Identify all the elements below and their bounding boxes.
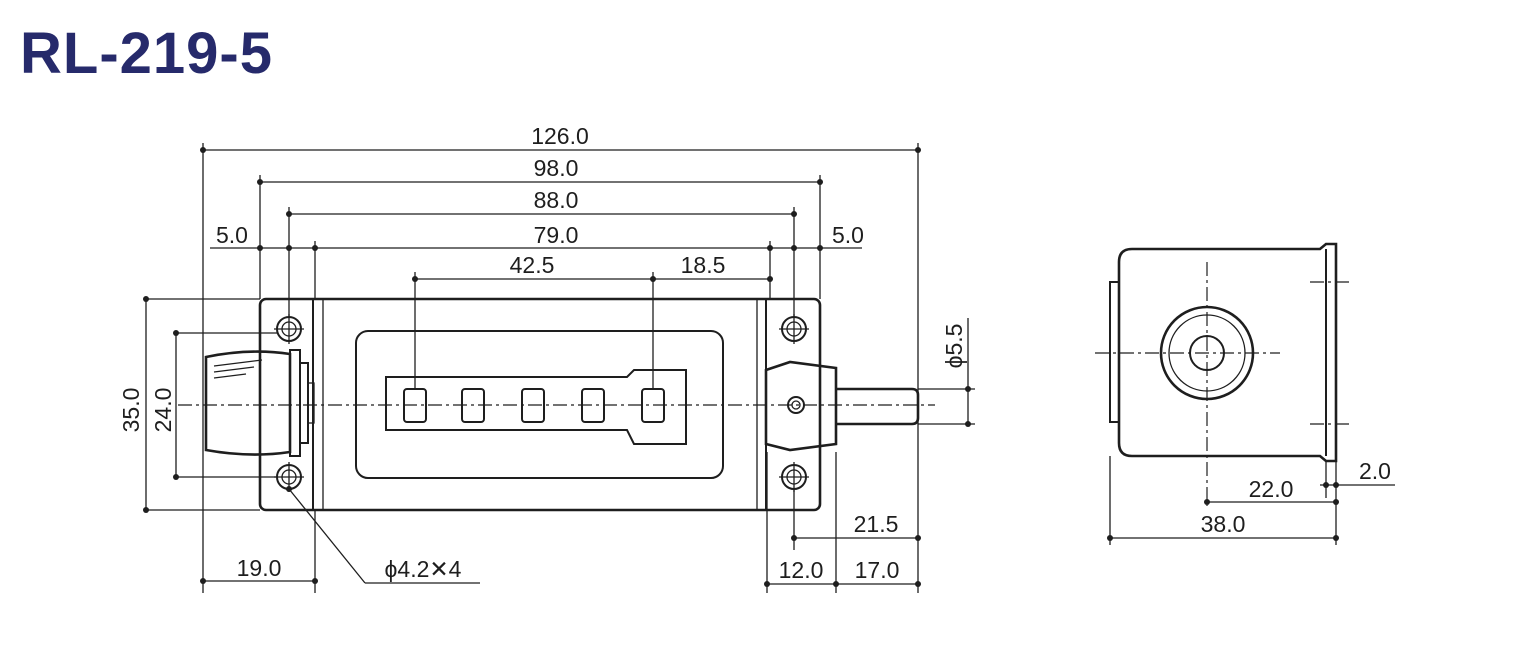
dim-mount-hole: ϕ4.2✕4: [385, 556, 462, 582]
shaft-diameter-dimension: ϕ5.5: [918, 318, 975, 427]
dim-flange-right: 5.0: [832, 222, 864, 248]
dim-mount-pitch: 88.0: [534, 187, 579, 213]
dim-boss-length: 12.0: [779, 557, 824, 583]
dim-flange-left: 5.0: [216, 222, 248, 248]
dim-last-digit-span: 18.5: [681, 252, 726, 278]
side-body: [1117, 242, 1338, 463]
front-view: 126.0 98.0 88.0 5.0 79.0 5.0 42.5 18.5: [118, 123, 975, 593]
dim-shaft-diameter: ϕ5.5: [941, 324, 967, 369]
side-view: 2.0 22.0 38.0: [1095, 242, 1395, 545]
digit-strip: [385, 369, 687, 445]
dim-side-flange-thickness: 2.0: [1359, 458, 1391, 484]
dim-shaft-length: 17.0: [855, 557, 900, 583]
dim-side-depth-to-center: 22.0: [1249, 476, 1294, 502]
dim-mount-pitch-vertical: 24.0: [150, 388, 176, 433]
reset-knob: [204, 349, 315, 457]
mount-holes: [274, 314, 809, 492]
model-title: RL-219-5: [20, 21, 273, 86]
top-dimensions: 126.0 98.0 88.0 5.0 79.0 5.0 42.5 18.5: [200, 123, 921, 593]
left-dimensions: 35.0 24.0: [118, 296, 277, 513]
dim-overall-length: 126.0: [531, 123, 589, 149]
dim-base-length: 98.0: [534, 155, 579, 181]
dim-side-depth: 38.0: [1201, 511, 1246, 537]
dim-first-digit-span: 42.5: [510, 252, 555, 278]
dim-reset-knob-length: 19.0: [237, 555, 282, 581]
dim-body-length: 79.0: [534, 222, 579, 248]
dim-shaft-offset: 21.5: [854, 511, 899, 537]
dim-height: 35.0: [118, 388, 144, 433]
bottom-dimensions: 19.0 ϕ4.2✕4 21.5 12.0 17.0: [200, 452, 921, 593]
drive-shaft: [764, 360, 920, 452]
